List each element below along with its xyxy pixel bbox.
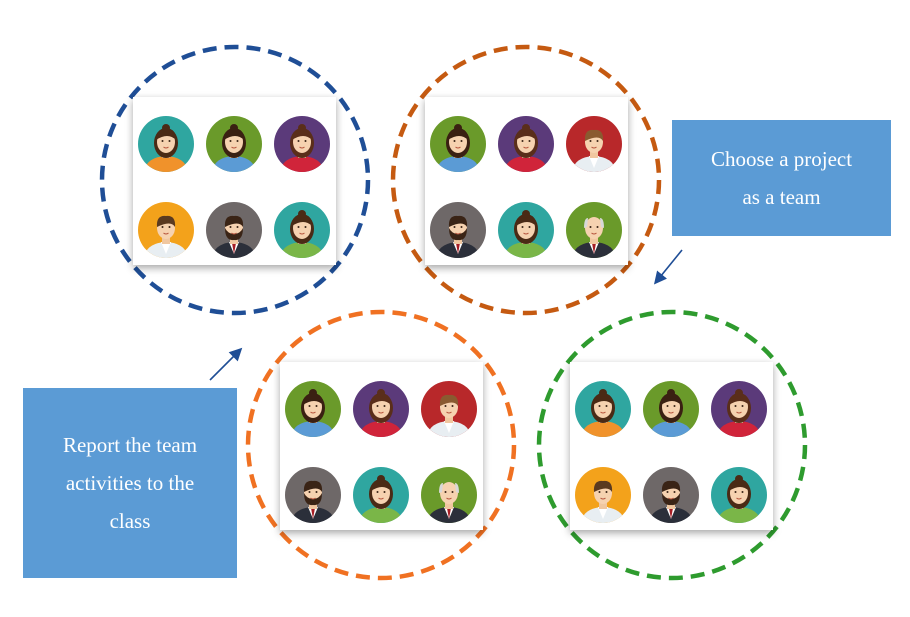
team-orange-dashed-ring (245, 309, 517, 581)
choose-project-text: Choose a project as a team (710, 147, 853, 209)
report-activities-callout: Report the team activities to the class (23, 388, 237, 578)
person-avatar-icon (285, 381, 341, 437)
person-avatar-icon (274, 116, 330, 172)
person-avatar-icon (353, 381, 409, 437)
person-avatar-icon (285, 467, 341, 523)
person-avatar-icon (643, 467, 699, 523)
person-avatar-icon (566, 116, 622, 172)
team-green-group (536, 309, 808, 581)
person-avatar-icon (274, 202, 330, 258)
person-avatar-icon (498, 116, 554, 172)
person-avatar-icon (711, 467, 767, 523)
team-blue-dashed-ring (99, 44, 371, 316)
person-avatar-icon (353, 467, 409, 523)
choose-project-callout: Choose a project as a team (672, 120, 891, 236)
team-brown-group (390, 44, 662, 316)
person-avatar-icon (643, 381, 699, 437)
person-avatar-icon (566, 202, 622, 258)
person-avatar-icon (498, 202, 554, 258)
team-brown-dashed-ring (390, 44, 662, 316)
person-avatar-icon (575, 381, 631, 437)
arrow-to-project (653, 249, 683, 285)
report-activities-text: Report the team activities to the class (62, 433, 198, 533)
person-avatar-icon (430, 202, 486, 258)
person-avatar-icon (575, 467, 631, 523)
team-blue-group (99, 44, 371, 316)
person-avatar-icon (430, 116, 486, 172)
team-orange-group (245, 309, 517, 581)
person-avatar-icon (138, 116, 194, 172)
arrow-from-report (209, 347, 243, 381)
person-avatar-icon (138, 202, 194, 258)
person-avatar-icon (421, 381, 477, 437)
person-avatar-icon (206, 202, 262, 258)
person-avatar-icon (421, 467, 477, 523)
team-green-dashed-ring (536, 309, 808, 581)
person-avatar-icon (711, 381, 767, 437)
person-avatar-icon (206, 116, 262, 172)
